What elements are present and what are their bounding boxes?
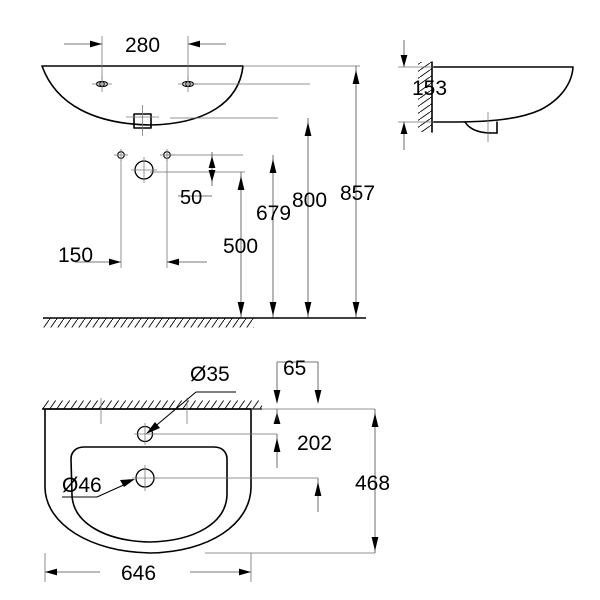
dimension-857-label: 857 (340, 182, 375, 205)
diameter-46-leader: Ø46 (62, 474, 135, 498)
diameter-35-label: Ø35 (190, 363, 230, 386)
front-elevation-view: 280 150 (41, 34, 375, 328)
basin-side-profile (431, 66, 574, 123)
dimension-202-lower-arrow (314, 478, 322, 512)
basin-plan-inner-bowl (70, 446, 228, 543)
plan-wall-line (42, 400, 262, 410)
dimension-857: 857 (340, 66, 375, 318)
side-trap-arc (464, 121, 498, 134)
dimension-646-label: 646 (121, 562, 156, 585)
dimension-500: 500 (223, 172, 258, 318)
basin-front-outline (41, 65, 244, 126)
diameter-46-label: Ø46 (62, 474, 102, 497)
dimension-150: 150 (58, 244, 207, 267)
dimension-280-label: 280 (125, 34, 160, 57)
dimension-679-label: 679 (256, 202, 291, 225)
basin-plan-outline (44, 408, 252, 554)
tap-hole-left-marker (92, 76, 112, 92)
side-wall-hatch (418, 62, 432, 132)
dimension-150-label: 150 (58, 244, 93, 267)
dimension-50: 50 (178, 152, 216, 209)
waste-outlet-symbol (131, 157, 157, 183)
dimension-468: 468 (355, 409, 390, 553)
dimension-468-label: 468 (355, 472, 390, 495)
dimension-800: 800 (292, 118, 327, 318)
dimension-65-label: 65 (283, 357, 306, 380)
dimension-646: 646 (44, 553, 252, 585)
dimension-202-label: 202 (297, 432, 332, 455)
dimension-153: 153 (398, 40, 447, 150)
supply-connection-left (114, 149, 128, 161)
dimension-50-label: 50 (180, 187, 202, 209)
dimension-153-label: 153 (412, 77, 447, 100)
top-plan-view: Ø35 Ø46 65 202 (42, 357, 390, 585)
dimension-202: 202 (273, 412, 332, 468)
dimension-500-label: 500 (223, 235, 258, 258)
dimension-280: 280 (64, 34, 226, 57)
dimension-679: 679 (256, 155, 291, 318)
floor-ground-line (43, 317, 366, 328)
dimension-65: 65 (273, 357, 322, 404)
side-elevation-view: 153 (398, 40, 574, 150)
dimension-800-label: 800 (292, 189, 327, 212)
diameter-35-leader: Ø35 (146, 363, 236, 434)
